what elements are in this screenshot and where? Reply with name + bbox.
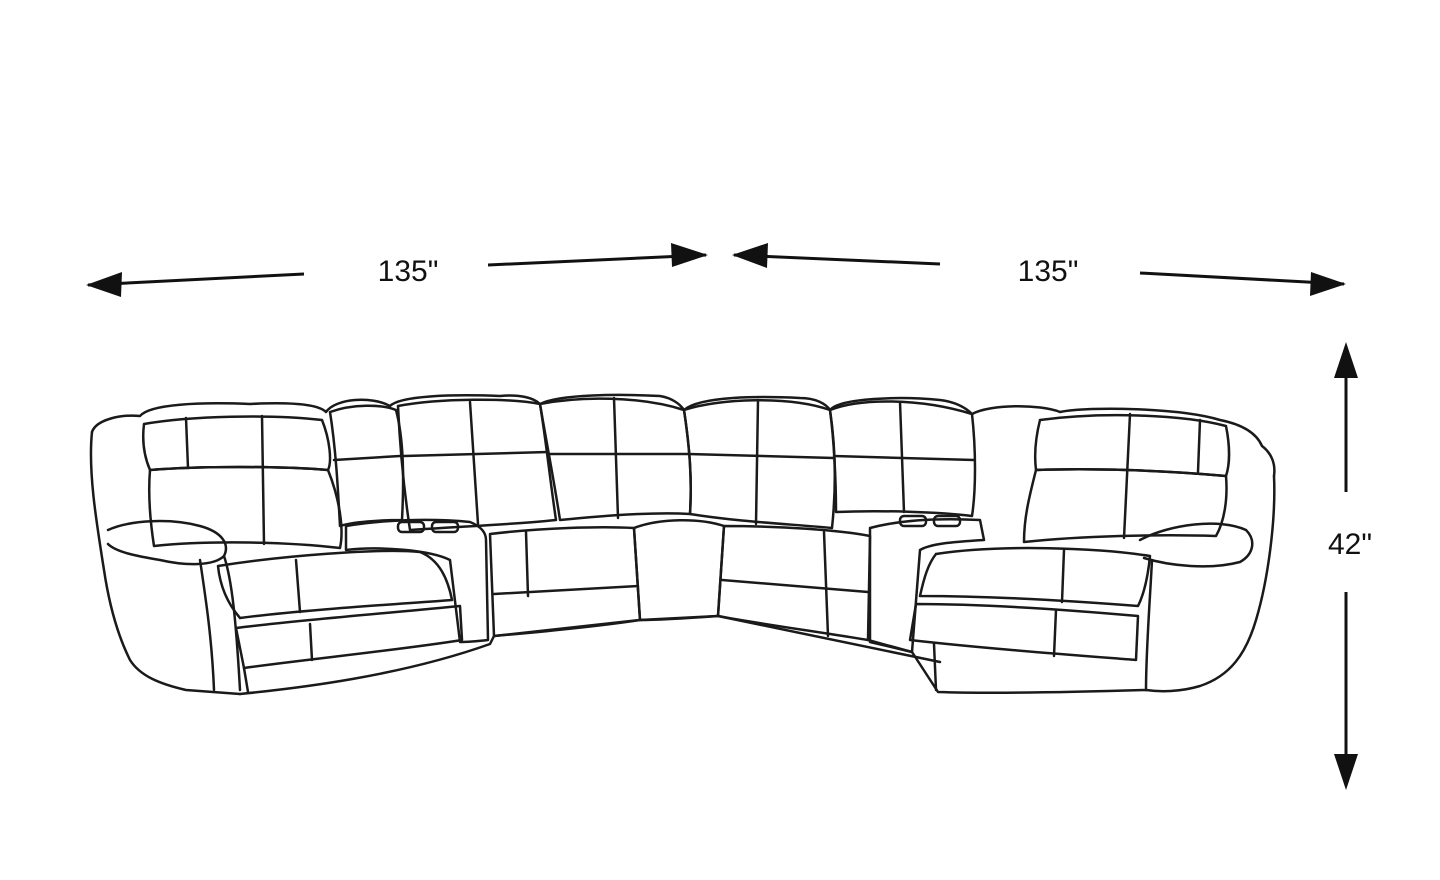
sofa-back-outline	[92, 395, 1274, 476]
cushion-seam	[834, 456, 974, 460]
cushion-seam	[404, 452, 548, 456]
armless-seat-left	[490, 527, 640, 636]
cushion-seam	[470, 402, 478, 524]
cushion-seam	[1054, 610, 1056, 656]
arrow-icon	[1310, 272, 1346, 296]
left-seat-cushion	[218, 551, 452, 618]
cushion-seam	[244, 668, 248, 692]
arrow-icon	[1334, 342, 1358, 378]
arrow-icon	[733, 253, 941, 266]
left-arm-outline	[91, 432, 240, 694]
arrow-icon	[1334, 754, 1358, 790]
cushion-seam	[688, 454, 834, 458]
right-seat-cushion	[920, 548, 1150, 606]
cushion-seam	[494, 586, 638, 594]
cushion-seam	[1124, 414, 1130, 538]
right-footrest	[910, 604, 1138, 660]
cushion-seam	[614, 398, 618, 518]
corner-front	[494, 616, 940, 662]
right-arm-outline	[1146, 476, 1274, 691]
right-width-label: 135"	[1018, 255, 1079, 288]
left-back-cushion-upper	[143, 417, 330, 470]
console-cupholder	[934, 516, 960, 526]
cushion-seam	[310, 624, 312, 660]
armless-seat-right	[718, 526, 870, 640]
right-console	[870, 519, 984, 652]
cushion-seam	[1198, 420, 1200, 472]
corner-seat	[634, 520, 724, 620]
left-width-label: 135"	[378, 255, 439, 288]
armless-back-left	[398, 400, 556, 530]
cushion-seam	[296, 560, 300, 612]
sofa-base	[240, 636, 494, 694]
arrow-icon	[487, 253, 707, 267]
cushion-seam	[334, 456, 400, 460]
cushion-seam	[934, 644, 936, 690]
height-label: 42"	[1328, 528, 1372, 561]
right-arm-front	[1146, 560, 1152, 690]
left-console	[346, 520, 488, 642]
left-arm-front	[200, 560, 214, 690]
arrow-icon	[671, 243, 708, 267]
arrow-icon	[86, 272, 122, 297]
arrow-icon	[732, 243, 768, 268]
cushion-seam	[262, 416, 264, 544]
console-cupholder	[398, 522, 424, 532]
right-back-cushion-lower	[1024, 469, 1227, 542]
left-width-dimension: 135"	[86, 243, 708, 297]
sofa-base	[868, 640, 1146, 693]
cushion-seam	[900, 402, 904, 512]
console-cupholder	[900, 516, 926, 526]
right-width-dimension: 135"	[732, 243, 1346, 296]
arrow-icon	[87, 272, 305, 287]
cushion-seam	[756, 400, 758, 524]
arrow-icon	[1139, 271, 1345, 286]
left-console-back	[330, 406, 403, 526]
right-console-back	[830, 401, 975, 516]
height-dimension: 42"	[1328, 342, 1372, 790]
left-footrest	[236, 606, 462, 668]
right-arm-top	[1140, 524, 1252, 567]
cushion-seam	[526, 532, 528, 596]
sectional-sofa-drawing	[91, 395, 1274, 694]
left-back-cushion-lower	[149, 467, 341, 548]
cushion-seam	[1062, 550, 1064, 602]
left-inner-arm	[224, 556, 240, 690]
cushion-seam	[186, 418, 188, 468]
armless-back-right	[684, 400, 835, 528]
cushion-seam	[722, 580, 868, 592]
cushion-seam	[824, 532, 828, 636]
